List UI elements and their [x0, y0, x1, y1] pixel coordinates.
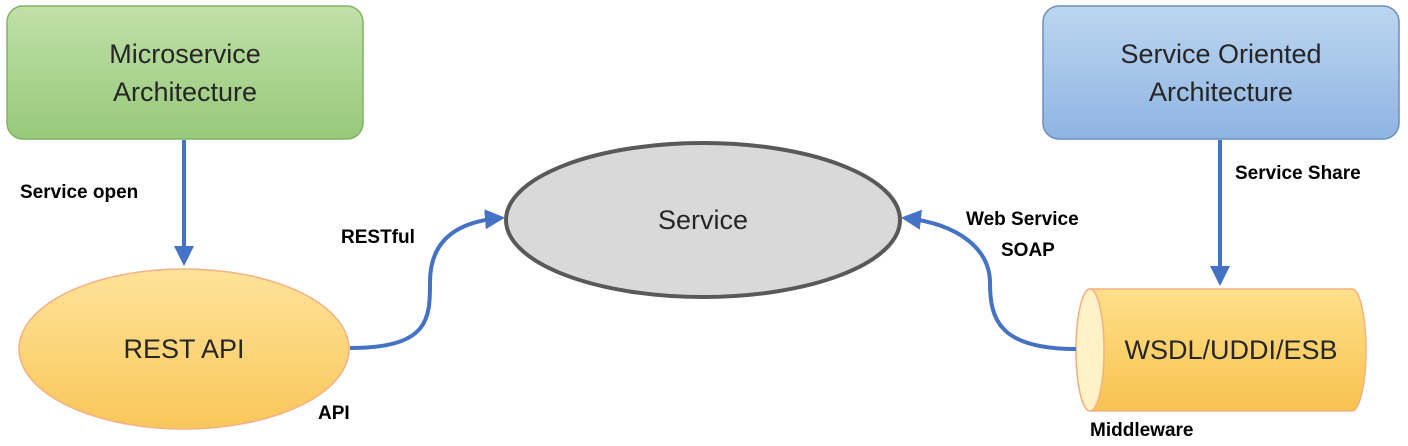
web-service-label: Web Service	[966, 209, 1079, 230]
arrow-middleware-to-service	[901, 209, 1077, 351]
service-ellipse	[504, 141, 902, 299]
arrow-rest-to-service	[349, 209, 505, 350]
soa-label-line1: Service Oriented	[1120, 39, 1321, 69]
rest-api-ellipse	[18, 268, 350, 430]
service-share-label: Service Share	[1235, 163, 1361, 184]
middleware-caption: Middleware	[1090, 420, 1193, 441]
microservice-label-line1: Microservice	[109, 39, 261, 69]
service-label: Service	[658, 205, 748, 235]
middleware-node-label: WSDL/UDDI/ESB	[1124, 335, 1337, 365]
middleware-cylinder	[1075, 288, 1367, 412]
api-label: API	[318, 403, 350, 424]
soa-label-line2: Architecture	[1149, 77, 1293, 107]
soa-box	[1042, 5, 1400, 140]
soap-label: SOAP	[1001, 240, 1055, 261]
restful-label: RESTful	[341, 227, 415, 248]
rest-api-label: REST API	[123, 334, 244, 364]
microservice-label-line2: Architecture	[113, 77, 257, 107]
service-open-label: Service open	[20, 182, 138, 203]
microservice-architecture-box	[6, 5, 364, 140]
